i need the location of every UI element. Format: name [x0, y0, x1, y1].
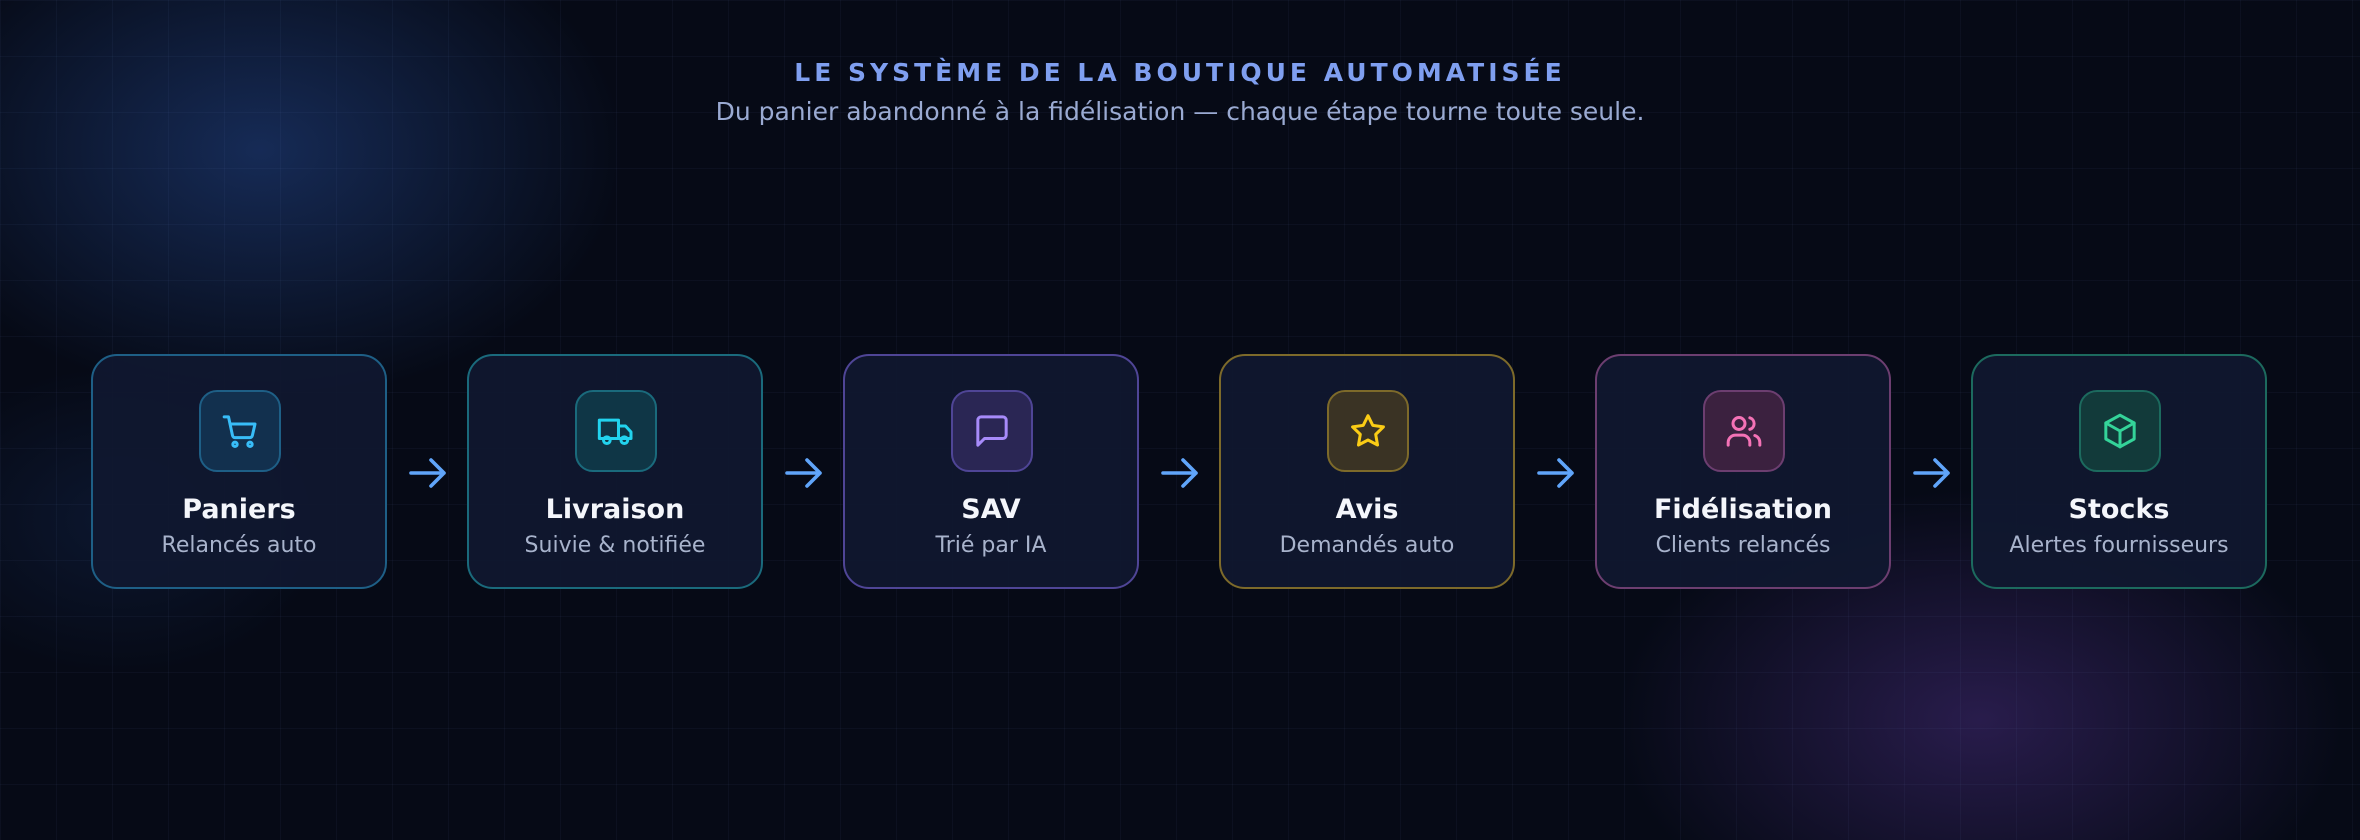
users-icon — [1726, 416, 1762, 447]
step-card-fidelisation: Fidélisation Clients relancés — [1595, 354, 1891, 589]
step-subtitle: Trié par IA — [935, 533, 1047, 558]
step-card-paniers: Paniers Relancés auto — [91, 354, 387, 589]
step-title: Livraison — [545, 494, 685, 525]
arrow-right-icon — [409, 458, 446, 488]
package-icon — [2104, 413, 2136, 449]
step-title: Avis — [1335, 494, 1399, 525]
shopping-cart-icon — [222, 415, 257, 449]
arrow-right-icon — [1537, 458, 1574, 488]
step-card-stocks: Stocks Alertes fournisseurs — [1971, 354, 2267, 589]
step-icon-box — [951, 390, 1033, 472]
message-square-icon — [976, 415, 1008, 447]
step-icon-box — [1703, 390, 1785, 472]
step-title: Stocks — [2068, 494, 2170, 525]
arrow-right-icon — [785, 458, 822, 488]
step-title: Paniers — [182, 494, 296, 525]
step-icon-box — [199, 390, 281, 472]
star-icon — [1351, 414, 1385, 447]
step-subtitle: Alertes fournisseurs — [2009, 533, 2229, 558]
step-title: Fidélisation — [1653, 494, 1833, 525]
step-subtitle: Demandés auto — [1279, 533, 1455, 558]
step-icon-box — [1327, 390, 1409, 472]
step-subtitle: Clients relancés — [1655, 533, 1831, 558]
page-subtitle: Du panier abandonné à la fidélisation — … — [715, 97, 1645, 126]
step-subtitle: Relancés auto — [161, 533, 317, 558]
step-icon-box — [575, 390, 657, 472]
step-title: SAV — [961, 494, 1021, 525]
step-card-sav: SAV Trié par IA — [843, 354, 1139, 589]
arrow-right-icon — [1161, 458, 1198, 488]
process-flow: Paniers Relancés auto Livraison Suivie &… — [91, 354, 2269, 591]
truck-icon — [597, 418, 633, 445]
header: LE SYSTÈME DE LA BOUTIQUE AUTOMATISÉE Du… — [0, 56, 2360, 129]
step-subtitle: Suivie & notifiée — [524, 533, 706, 558]
step-icon-box — [2079, 390, 2161, 472]
arrow-right-icon — [1913, 458, 1950, 488]
step-card-avis: Avis Demandés auto — [1219, 354, 1515, 589]
page-title: LE SYSTÈME DE LA BOUTIQUE AUTOMATISÉE — [794, 58, 1566, 87]
step-card-livraison: Livraison Suivie & notifiée — [467, 354, 763, 589]
